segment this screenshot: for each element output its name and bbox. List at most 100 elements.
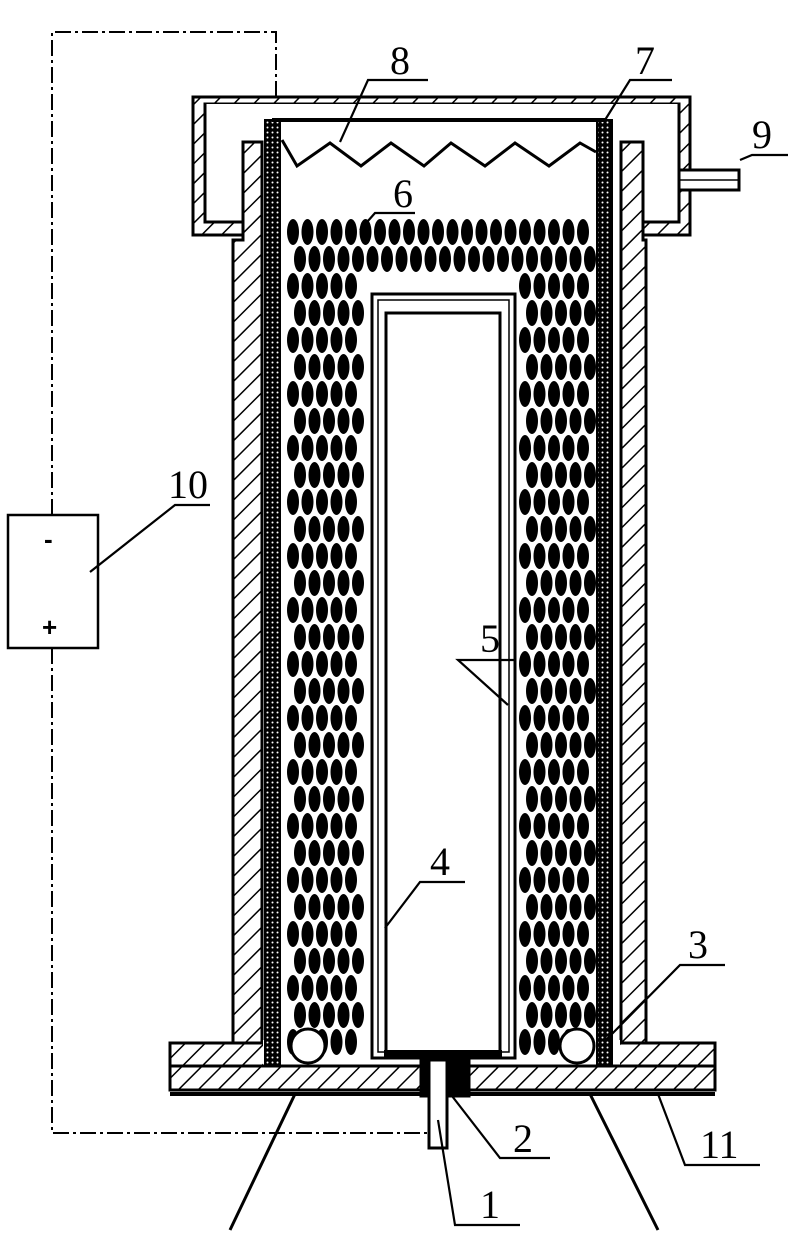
particle (540, 786, 553, 812)
particle (287, 543, 299, 569)
particle (316, 435, 328, 461)
particle (526, 570, 538, 596)
particle (330, 1029, 343, 1055)
particle (308, 354, 321, 380)
particle (584, 1002, 596, 1028)
particle (577, 219, 589, 245)
particle (569, 948, 582, 974)
particle (323, 948, 335, 974)
label-5: 5 (480, 616, 500, 661)
particle (352, 408, 364, 434)
particle (287, 381, 299, 407)
particle (555, 462, 567, 488)
particle (294, 894, 306, 920)
particle (548, 273, 560, 299)
particle (526, 786, 538, 812)
particle (294, 732, 306, 758)
particle (323, 408, 335, 434)
particle (345, 273, 357, 299)
particle (577, 921, 589, 947)
particle (330, 597, 343, 623)
particle (519, 273, 531, 299)
particle (294, 354, 306, 380)
particle (330, 867, 343, 893)
particle (562, 759, 575, 785)
particle (540, 246, 553, 272)
particle (584, 678, 596, 704)
particle (533, 975, 546, 1001)
particle (533, 489, 546, 515)
particle (330, 813, 343, 839)
particle (482, 246, 495, 272)
particle (287, 327, 299, 353)
particle (540, 624, 553, 650)
particle (308, 462, 321, 488)
particle (345, 1029, 357, 1055)
particle (526, 732, 538, 758)
particle (533, 273, 546, 299)
particle (345, 759, 357, 785)
particle (301, 867, 314, 893)
particle (584, 840, 596, 866)
particle (555, 354, 567, 380)
particle (548, 597, 560, 623)
particle (540, 570, 553, 596)
particle (555, 732, 567, 758)
particle (395, 246, 408, 272)
particle (352, 300, 364, 326)
particle (323, 246, 335, 272)
particle (584, 732, 596, 758)
particle (584, 300, 596, 326)
particle (446, 219, 459, 245)
particle (287, 597, 299, 623)
particle (301, 435, 314, 461)
particle (540, 948, 553, 974)
particle (287, 867, 299, 893)
particle (519, 867, 531, 893)
particle (316, 273, 328, 299)
particle (540, 1002, 553, 1028)
particle (526, 408, 538, 434)
particle (417, 219, 430, 245)
particle (308, 894, 321, 920)
particle (584, 948, 596, 974)
particle (330, 759, 343, 785)
particle (548, 219, 560, 245)
particle (562, 651, 575, 677)
particle (577, 705, 589, 731)
particle (555, 624, 567, 650)
particle (345, 597, 357, 623)
electrode-7 (264, 118, 613, 1067)
particle (577, 327, 589, 353)
particle (294, 570, 306, 596)
circuit-wire (51, 31, 428, 1134)
particle (352, 516, 364, 542)
particle (526, 354, 538, 380)
particle (352, 462, 364, 488)
particle (577, 975, 589, 1001)
particle (287, 273, 299, 299)
particle (337, 570, 350, 596)
particle (294, 408, 306, 434)
leader-lines (89, 78, 788, 1227)
particle (519, 813, 531, 839)
particle (330, 975, 343, 1001)
particle (562, 921, 575, 947)
particle (453, 246, 466, 272)
particle (540, 516, 553, 542)
particle (533, 327, 546, 353)
particle (287, 975, 299, 1001)
particle (330, 327, 343, 353)
particle (540, 354, 553, 380)
particle (337, 408, 350, 434)
particle (562, 543, 575, 569)
particle (345, 921, 357, 947)
particle (337, 300, 350, 326)
label-11: 11 (700, 1122, 739, 1167)
particle (294, 516, 306, 542)
particle (294, 300, 306, 326)
support-balls (289, 1027, 596, 1065)
particle (352, 246, 364, 272)
particle (569, 786, 582, 812)
